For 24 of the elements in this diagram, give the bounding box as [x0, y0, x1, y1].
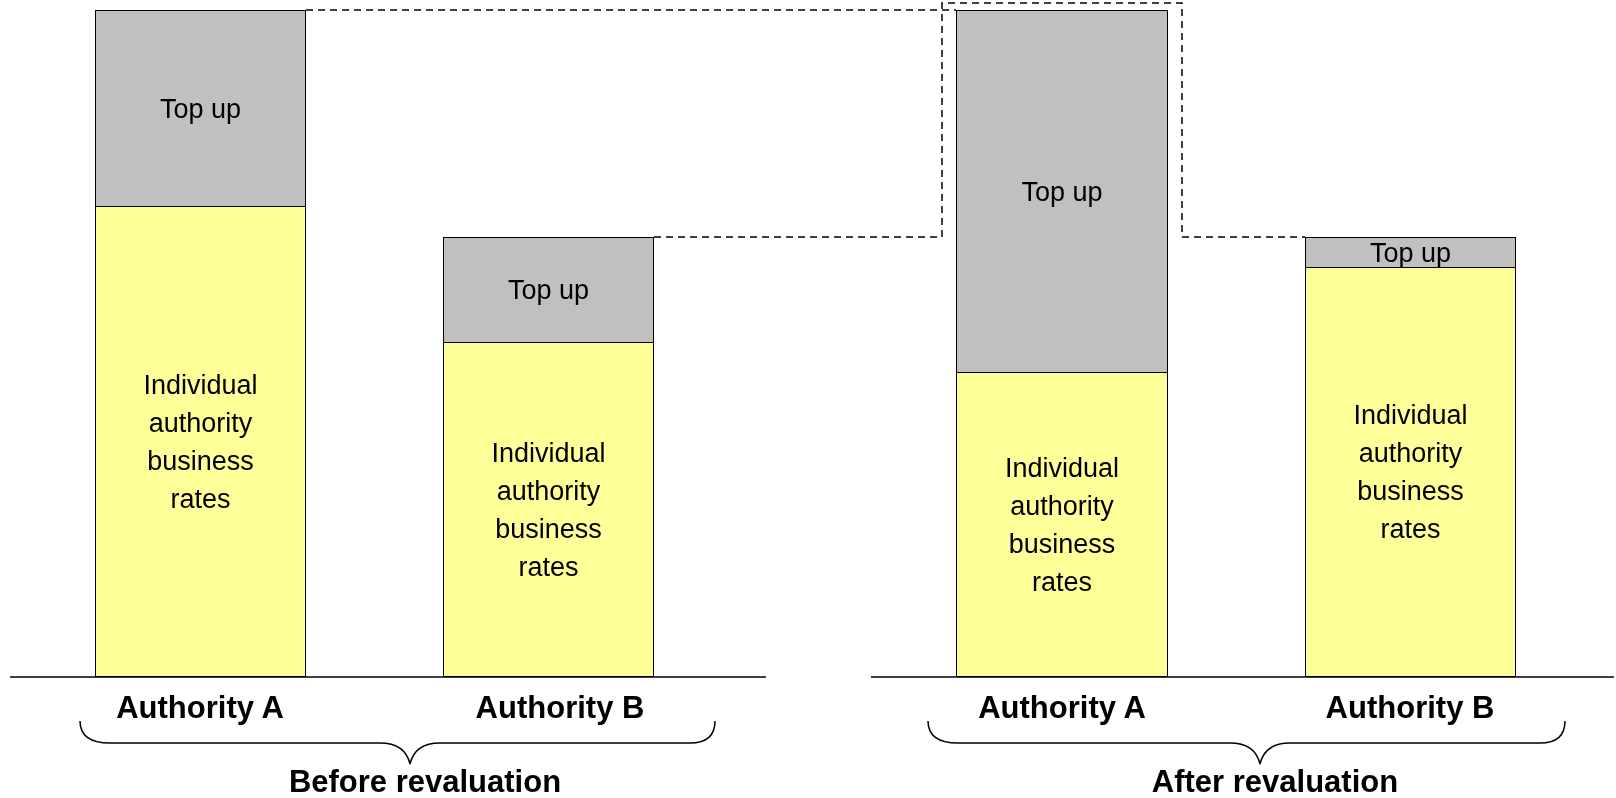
segment-label: Top up	[159, 92, 242, 126]
bar-segment	[95, 10, 306, 207]
bar-label: Authority A	[978, 690, 1146, 726]
segment-label: Individual authority business rates	[1352, 399, 1469, 546]
bar-label: Authority B	[475, 690, 645, 726]
segment-label: Top up	[1021, 175, 1103, 209]
segment-label: Individual authority business rates	[490, 436, 607, 584]
bar-segment	[443, 342, 654, 677]
dashed-line	[305, 9, 957, 11]
segment-label: Top up	[507, 274, 590, 307]
dashed-line	[653, 2, 1306, 238]
bar-segment	[956, 372, 1168, 677]
group-label: Before revaluation	[288, 764, 562, 798]
segment-label: Top up	[1369, 238, 1452, 267]
bar-segment	[1305, 237, 1516, 268]
bar-segment	[443, 237, 654, 343]
bar-segment	[1305, 267, 1516, 677]
segment-label: Individual authority business rates	[142, 368, 259, 516]
bar-label: Authority A	[116, 690, 284, 726]
bar-label: Authority B	[1325, 690, 1495, 726]
bar-segment	[956, 10, 1168, 373]
group-label: After revaluation	[1151, 764, 1399, 798]
segment-label: Individual authority business rates	[1003, 451, 1121, 599]
bar-segment	[95, 206, 306, 677]
